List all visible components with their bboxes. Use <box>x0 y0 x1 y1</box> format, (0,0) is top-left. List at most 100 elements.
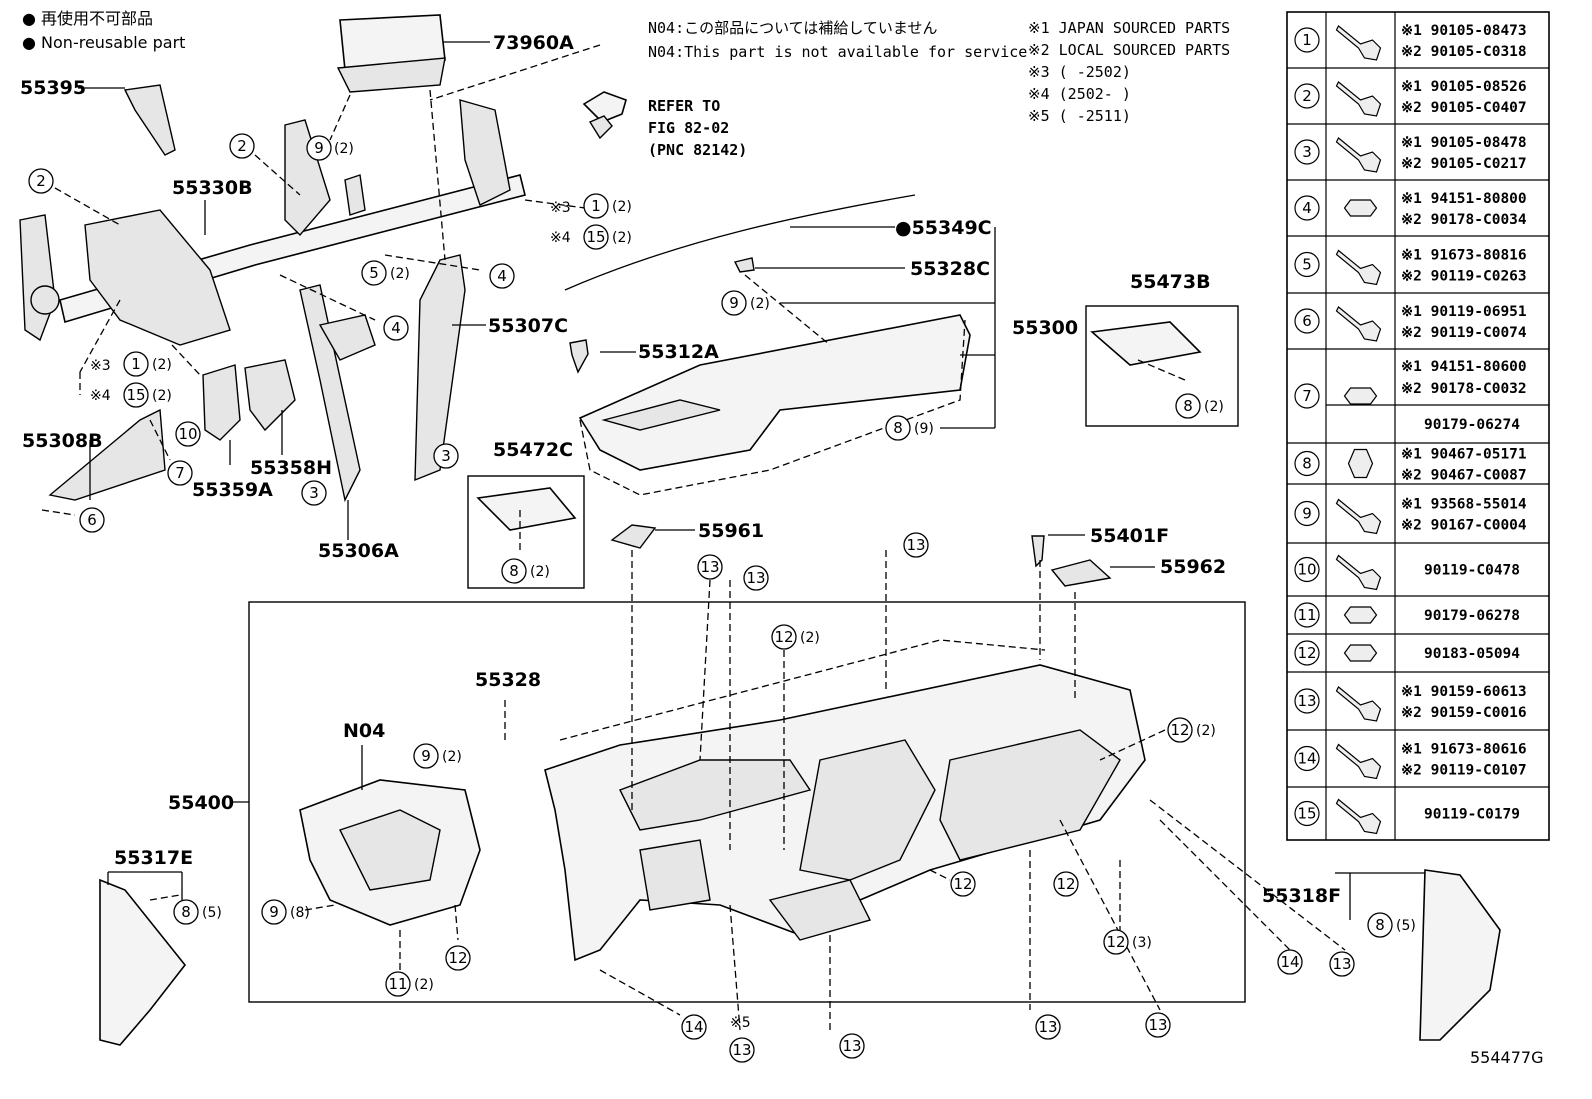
callouts: 2 2 9 (2) 5 (2) 4 4 ※3 1 (2) ※4 15 (2) ※… <box>28 133 1416 1063</box>
refer-to-2: FIG 82-02 <box>648 119 729 137</box>
svg-text:1: 1 <box>591 197 601 215</box>
svg-text:2: 2 <box>36 172 46 190</box>
table-row-number: 6 <box>1302 312 1312 330</box>
label-55349c: ●55349C <box>895 217 992 239</box>
table-part-number: ※1 90119-06951 <box>1401 304 1527 320</box>
svg-text:8: 8 <box>1375 916 1385 934</box>
note-n04-en: N04:This part is not available for servi… <box>648 43 1027 61</box>
table-row-number-circle <box>1294 139 1320 165</box>
qty-label: (8) <box>290 905 310 921</box>
svg-text:12: 12 <box>953 875 972 893</box>
connector-illustration <box>582 91 627 140</box>
label-55330b: 55330B <box>172 177 253 199</box>
qty-label: (9) <box>914 421 934 437</box>
fastener-icon <box>1335 306 1382 342</box>
fastener-icon <box>1335 137 1382 173</box>
source-note-2: ※2 LOCAL SOURCED PARTS <box>1028 41 1230 59</box>
label-55328c: 55328C <box>910 258 990 280</box>
mark-3: ※3 <box>550 200 571 216</box>
svg-text:13: 13 <box>1148 1016 1167 1034</box>
table-row-number: 3 <box>1302 143 1312 161</box>
svg-text:3: 3 <box>441 447 451 465</box>
callout: 9 <box>261 899 287 925</box>
qty-label: (5) <box>202 905 222 921</box>
svg-text:14: 14 <box>1280 953 1299 971</box>
callout: 1 <box>123 351 149 377</box>
fastener-icon <box>1343 644 1378 662</box>
label-55401f: 55401F <box>1090 525 1169 547</box>
svg-text:8: 8 <box>893 419 903 437</box>
callout: 12 <box>1103 929 1129 955</box>
table-part-number: ※1 93568-55014 <box>1401 497 1527 513</box>
callout: 12 <box>1167 717 1193 743</box>
svg-text:2: 2 <box>237 137 247 155</box>
fastener-icon <box>1347 448 1374 479</box>
table-row-number: 11 <box>1297 606 1316 624</box>
svg-text:12: 12 <box>1170 721 1189 739</box>
qty-label: (5) <box>1396 918 1416 934</box>
svg-text:13: 13 <box>842 1037 861 1055</box>
label-55400: 55400 <box>168 792 234 814</box>
table-part-number: ※1 90105-08526 <box>1401 79 1527 95</box>
cover-55473b <box>1090 321 1202 366</box>
table-row-number-circle <box>1294 251 1320 278</box>
fastener-icon <box>1343 606 1378 624</box>
vent-55962 <box>1050 559 1112 587</box>
svg-text:3: 3 <box>309 484 319 502</box>
refer-to-1: REFER TO <box>648 97 720 115</box>
label-55312a: 55312A <box>638 341 719 363</box>
table-row-number-circle <box>1294 500 1320 527</box>
clip-55401f <box>1031 535 1045 568</box>
svg-text:13: 13 <box>1038 1018 1057 1036</box>
cover-55472c <box>476 487 577 531</box>
svg-text:9: 9 <box>421 747 431 765</box>
source-note-5: ※5 ( -2511) <box>1028 107 1131 125</box>
callout: 8 <box>173 899 199 925</box>
svg-text:13: 13 <box>732 1041 751 1059</box>
table-part-number: ※1 90105-08478 <box>1401 135 1527 151</box>
svg-text:8: 8 <box>509 562 519 580</box>
fastener-icon <box>1335 743 1382 780</box>
svg-text:13: 13 <box>906 536 925 554</box>
callout: 2 <box>28 168 54 194</box>
callout: 9 <box>306 135 332 161</box>
svg-text:8: 8 <box>181 903 191 921</box>
fastener-icon <box>1335 554 1382 591</box>
svg-text:12: 12 <box>1106 933 1125 951</box>
table-row-number-circle <box>1294 640 1320 666</box>
svg-text:12: 12 <box>448 949 467 967</box>
table-row-number-circle <box>1294 27 1320 53</box>
table-part-number: ※2 90178-C0034 <box>1401 212 1527 228</box>
callout: 12 <box>771 624 797 650</box>
source-note-1: ※1 JAPAN SOURCED PARTS <box>1028 19 1230 37</box>
callout: 13 <box>729 1037 755 1063</box>
callout: 9 <box>721 290 747 316</box>
callout: 13 <box>903 532 929 558</box>
qty-label: (2) <box>750 296 770 312</box>
table-row-number: 12 <box>1297 644 1316 662</box>
table-part-number: ※1 90467-05171 <box>1401 447 1527 463</box>
svg-text:13: 13 <box>1332 955 1351 973</box>
box-55473b <box>1085 305 1239 427</box>
table-part-number: ※1 94151-80600 <box>1401 359 1527 375</box>
label-73960a: 73960A <box>493 32 574 54</box>
callout: 12 <box>445 945 471 971</box>
label-55307c: 55307C <box>488 315 568 337</box>
table-row-number: 7 <box>1302 387 1312 405</box>
label-55318f: 55318F <box>1262 885 1341 907</box>
figure-id: 554477G <box>1470 1048 1543 1067</box>
mark-3: ※3 <box>90 358 111 374</box>
fastener-icon <box>1335 686 1382 722</box>
label-55359a: 55359A <box>192 479 273 501</box>
svg-text:11: 11 <box>388 975 407 993</box>
table-row-number-circle <box>1294 688 1320 714</box>
table-row-number: 1 <box>1302 31 1312 49</box>
table-part-number: ※2 90119-C0074 <box>1401 325 1527 341</box>
svg-text:12: 12 <box>1056 875 1075 893</box>
label-55395: 55395 <box>20 77 86 99</box>
fastener-icon <box>1343 199 1378 217</box>
table-row-number-circle <box>1294 195 1320 221</box>
callout: 7 <box>167 460 193 486</box>
qty-label: (2) <box>612 199 632 215</box>
label-55961: 55961 <box>698 520 764 542</box>
